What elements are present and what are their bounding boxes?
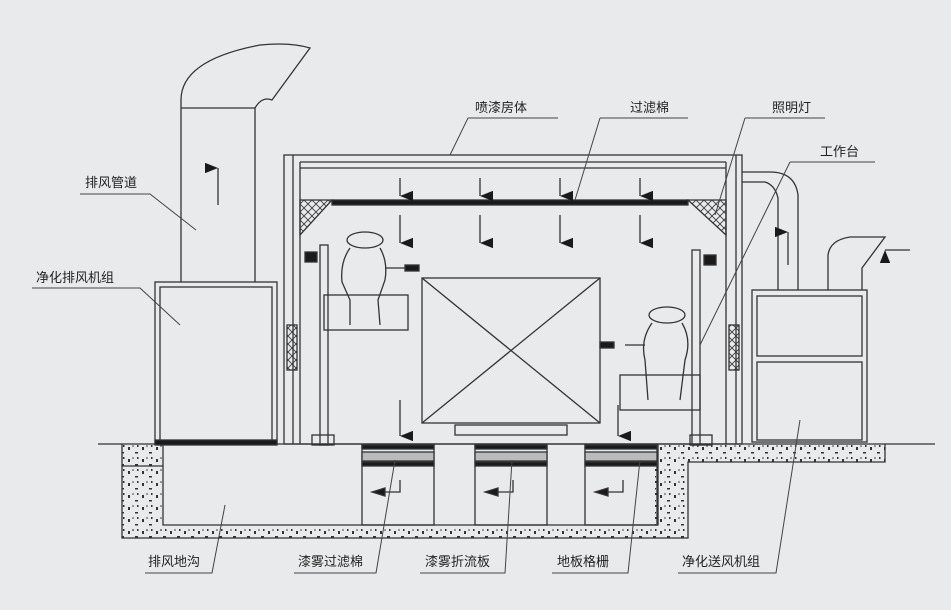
purify-exhaust-unit	[154, 281, 278, 446]
leader-lines	[32, 117, 875, 574]
workpiece	[421, 277, 601, 436]
filter-cotton	[331, 199, 689, 206]
light-right	[686, 199, 727, 237]
airflow-arrows	[399, 178, 653, 442]
label-exhaust-trench: 排风地沟	[148, 555, 201, 570]
label-workbench: 工作台	[820, 145, 860, 160]
label-purify-exhaust-unit: 净化排风机组	[36, 271, 115, 286]
filter-box-1	[361, 444, 435, 526]
booth-body	[283, 154, 743, 445]
label-lighting: 照明灯	[772, 101, 812, 116]
left-worker	[341, 231, 420, 326]
exhaust-duct	[180, 43, 312, 282]
right-lift-platform	[619, 249, 717, 446]
filter-box-3	[584, 444, 658, 526]
label-purify-supply-unit: 净化送风机组	[682, 555, 761, 570]
purify-supply-unit	[751, 289, 868, 443]
supply-duct	[742, 171, 910, 290]
label-exhaust-duct: 排风管道	[85, 176, 138, 191]
left-lift-platform	[304, 244, 409, 446]
label-booth-body: 喷漆房体	[475, 101, 528, 116]
label-paint-mist-filter: 漆雾过滤棉	[298, 555, 364, 570]
light-left	[299, 199, 334, 237]
right-worker	[599, 306, 689, 401]
label-filter-cotton: 过滤棉	[630, 101, 670, 116]
label-paint-mist-baffle: 漆雾折流板	[425, 555, 491, 570]
filter-box-2	[474, 444, 548, 526]
label-floor-grating: 地板格栅	[557, 555, 610, 570]
